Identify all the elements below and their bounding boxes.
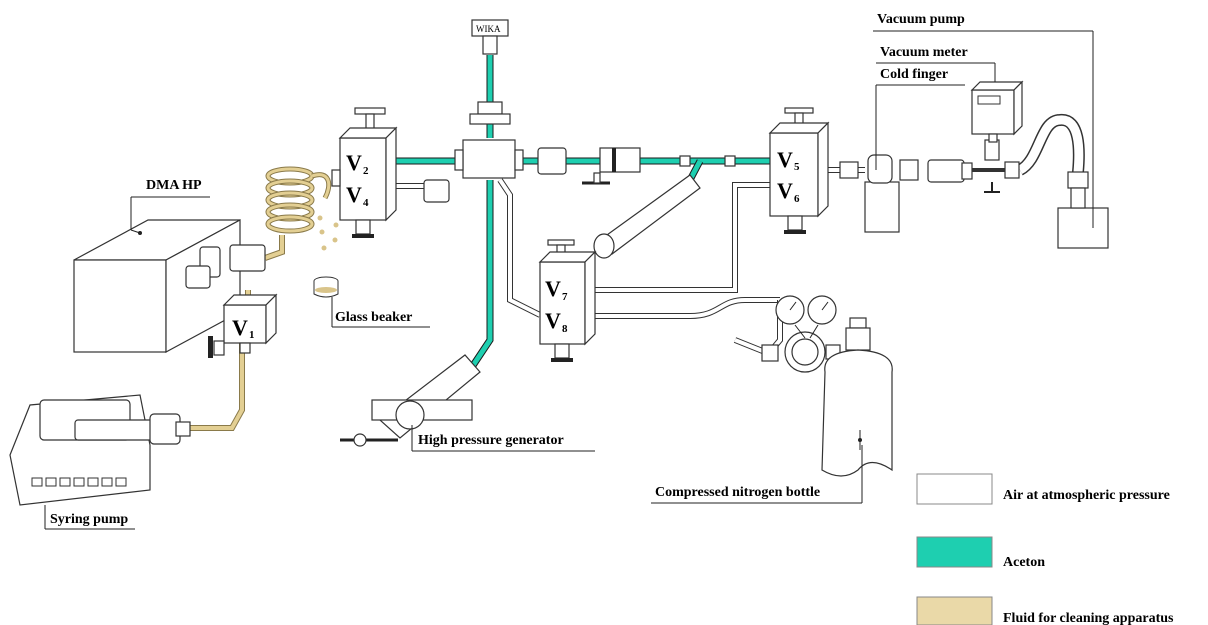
valve-v8-label: V: [545, 308, 561, 333]
valve-v2-label: V: [346, 150, 362, 175]
nitrogen-regulator: [761, 295, 841, 373]
valve-v6-sub: 6: [794, 193, 800, 205]
nitrogen-bottle: Compressed nitrogen bottle: [651, 317, 893, 504]
vacuum-meter: Vacuum meter: [876, 45, 1024, 143]
vacuum-meter-label: Vacuum meter: [880, 45, 968, 60]
dma-hp-label: DMA HP: [146, 178, 202, 193]
valve-v2-v4[interactable]: V 2 V 4: [331, 107, 398, 238]
aceton-line-fittings: [537, 147, 736, 185]
valve-v7-sub: 7: [562, 291, 568, 303]
valve-v4-label: V: [346, 182, 362, 207]
pressure-gauge: WIKA: [469, 19, 511, 125]
syringe-pump: Syring pump: [9, 394, 191, 530]
cold-finger-label: Cold finger: [880, 67, 948, 82]
syringe-pump-label: Syring pump: [50, 512, 128, 527]
valve-v1-label: V: [232, 315, 248, 340]
valve-v7-v8[interactable]: V 7 V 8: [538, 239, 597, 362]
high-pressure-generator-label: High pressure generator: [418, 433, 564, 448]
legend-label-cleaning-fluid: Fluid for cleaning apparatus: [1003, 611, 1174, 625]
cleaning-coil: [265, 166, 339, 251]
high-pressure-generator: High pressure generator: [340, 354, 595, 452]
legend: Air at atmospheric pressure Aceton Fluid…: [916, 473, 1174, 625]
nitrogen-bottle-label: Compressed nitrogen bottle: [655, 485, 820, 500]
syringe-pump-keypad: [31, 477, 127, 487]
hand-syringe: [593, 174, 701, 259]
glass-beaker-label: Glass beaker: [335, 310, 412, 325]
valve-v5-v6[interactable]: V 5 V 6: [768, 107, 830, 234]
legend-swatch-aceton: [916, 536, 993, 568]
legend-swatch-cleaning-fluid: [916, 596, 993, 625]
valve-v5-label: V: [777, 147, 793, 172]
valve-v4-sub: 4: [363, 197, 369, 209]
vacuum-pump-label: Vacuum pump: [877, 12, 965, 27]
valve-v7-label: V: [545, 276, 561, 301]
valve-v1-sub: 1: [249, 329, 255, 341]
cold-finger: Cold finger: [839, 67, 965, 233]
vacuum-line-fittings: [927, 139, 1020, 193]
valve-v8-sub: 8: [562, 323, 568, 335]
legend-label-air: Air at atmospheric pressure: [1003, 488, 1170, 503]
valve-v1[interactable]: V 1: [208, 293, 278, 358]
legend-label-aceton: Aceton: [1003, 555, 1045, 570]
vacuum-pump: Vacuum pump: [873, 12, 1109, 249]
gauge-brand-label: WIKA: [476, 24, 501, 34]
dma-hp-unit: DMA HP: [73, 178, 266, 354]
cross-fitting: [454, 139, 524, 179]
valve-v2-sub: 2: [363, 165, 369, 177]
air-filter-fitting: [423, 179, 450, 203]
legend-swatch-air: [916, 473, 993, 505]
valve-v5-sub: 5: [794, 161, 800, 173]
glass-beaker: Glass beaker: [313, 276, 430, 328]
valve-v6-label: V: [777, 178, 793, 203]
